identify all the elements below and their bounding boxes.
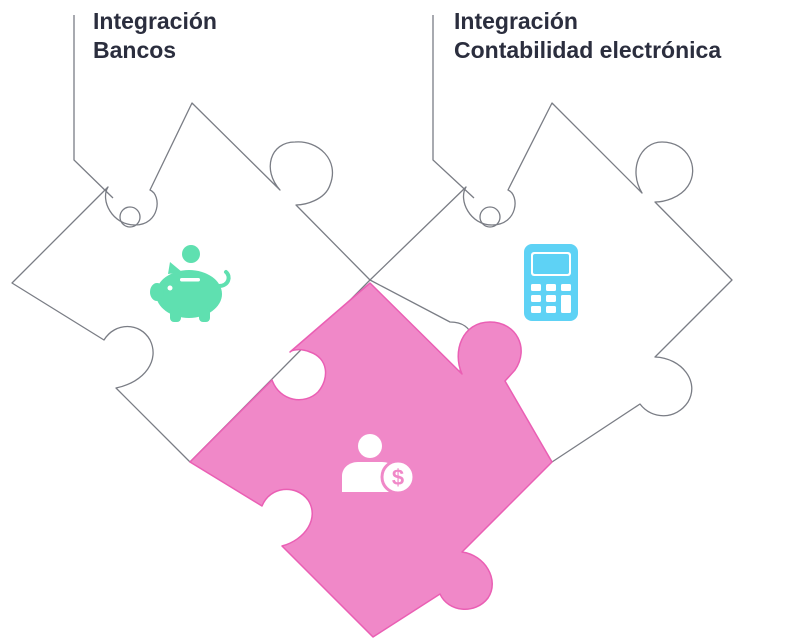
calculator-icon [524, 244, 578, 321]
banks-integration-label: Integración Bancos [93, 7, 217, 65]
accounting-integration-label: Integración Contabilidad electrónica [454, 7, 721, 65]
accounting-connector-line [432, 15, 475, 199]
piggy-bank-icon [150, 245, 231, 322]
accounting-puzzle-piece [369, 102, 733, 463]
accounting-label-line1: Integración [454, 8, 578, 34]
banks-connector-line [73, 15, 114, 199]
banks-puzzle-piece [11, 102, 371, 463]
banks-label-line2: Bancos [93, 37, 177, 63]
user-dollar-icon: $ [342, 434, 416, 495]
accounting-connector-ring [479, 206, 501, 228]
accounting-label-line2: Contabilidad electrónica [454, 37, 722, 63]
svg-text:$: $ [392, 465, 404, 490]
banks-label-line1: Integración [93, 8, 217, 34]
payroll-puzzle-piece [189, 282, 553, 638]
banks-connector-ring [119, 206, 141, 228]
